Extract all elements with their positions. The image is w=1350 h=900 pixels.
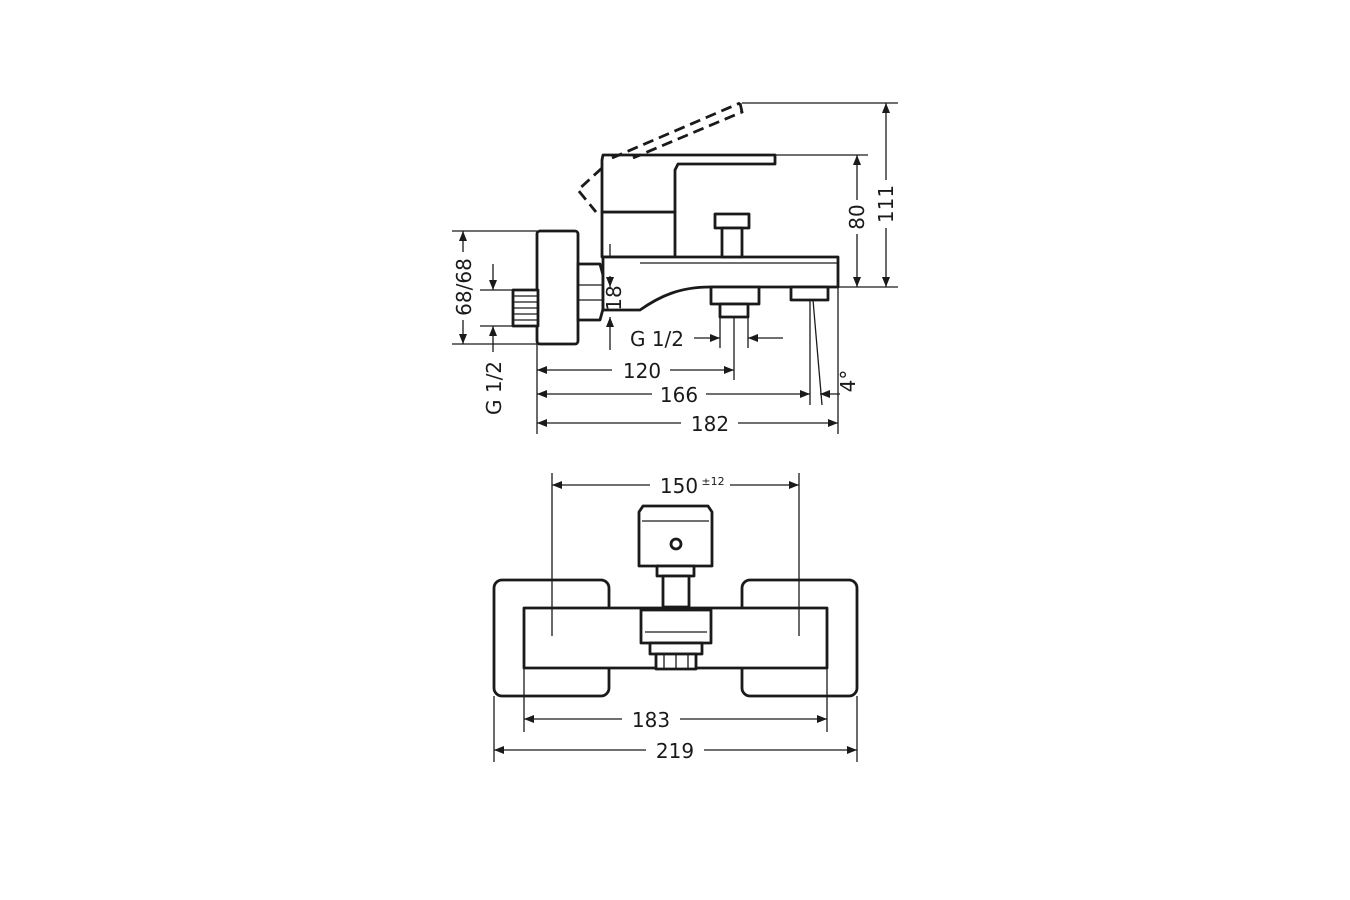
dim-height-80: 80 [845, 204, 869, 229]
connection-nut [576, 262, 605, 322]
diverter-housing [639, 608, 713, 645]
dim-length-120: 120 [623, 359, 661, 383]
dim-centers-150: 150 [660, 474, 698, 498]
dim-width-219: 219 [656, 739, 694, 763]
dim-outlet-thread: G 1/2 [630, 327, 684, 351]
shower-outlet [709, 285, 761, 306]
lever-handle [600, 153, 777, 214]
dim-inlet-thread: G 1/2 [482, 361, 506, 415]
dim-offset-18: 18 [602, 285, 626, 310]
wall-plate [535, 229, 580, 346]
dim-length-166: 166 [660, 383, 698, 407]
dim-centers-tolerance: ±12 [701, 475, 724, 488]
lever-indicator-dot [669, 537, 683, 551]
front-view: 150 ±12 183 219 [492, 473, 859, 763]
mixer-tower [600, 210, 677, 259]
diverter-knob [713, 212, 751, 230]
lever-stem [661, 574, 691, 609]
dim-width-183: 183 [632, 708, 670, 732]
dim-length-182: 182 [691, 412, 729, 436]
lever-raised-dashed [611, 101, 741, 160]
dim-connection-68-68: 68/68 [452, 258, 476, 316]
front-lever [637, 504, 714, 568]
side-view: 111 80 18 68/68 G 1/2 G 1/2 [452, 101, 898, 436]
spout-aerator [789, 285, 830, 302]
dim-angle-4: 4° [836, 370, 860, 393]
dim-height-111: 111 [874, 185, 898, 223]
